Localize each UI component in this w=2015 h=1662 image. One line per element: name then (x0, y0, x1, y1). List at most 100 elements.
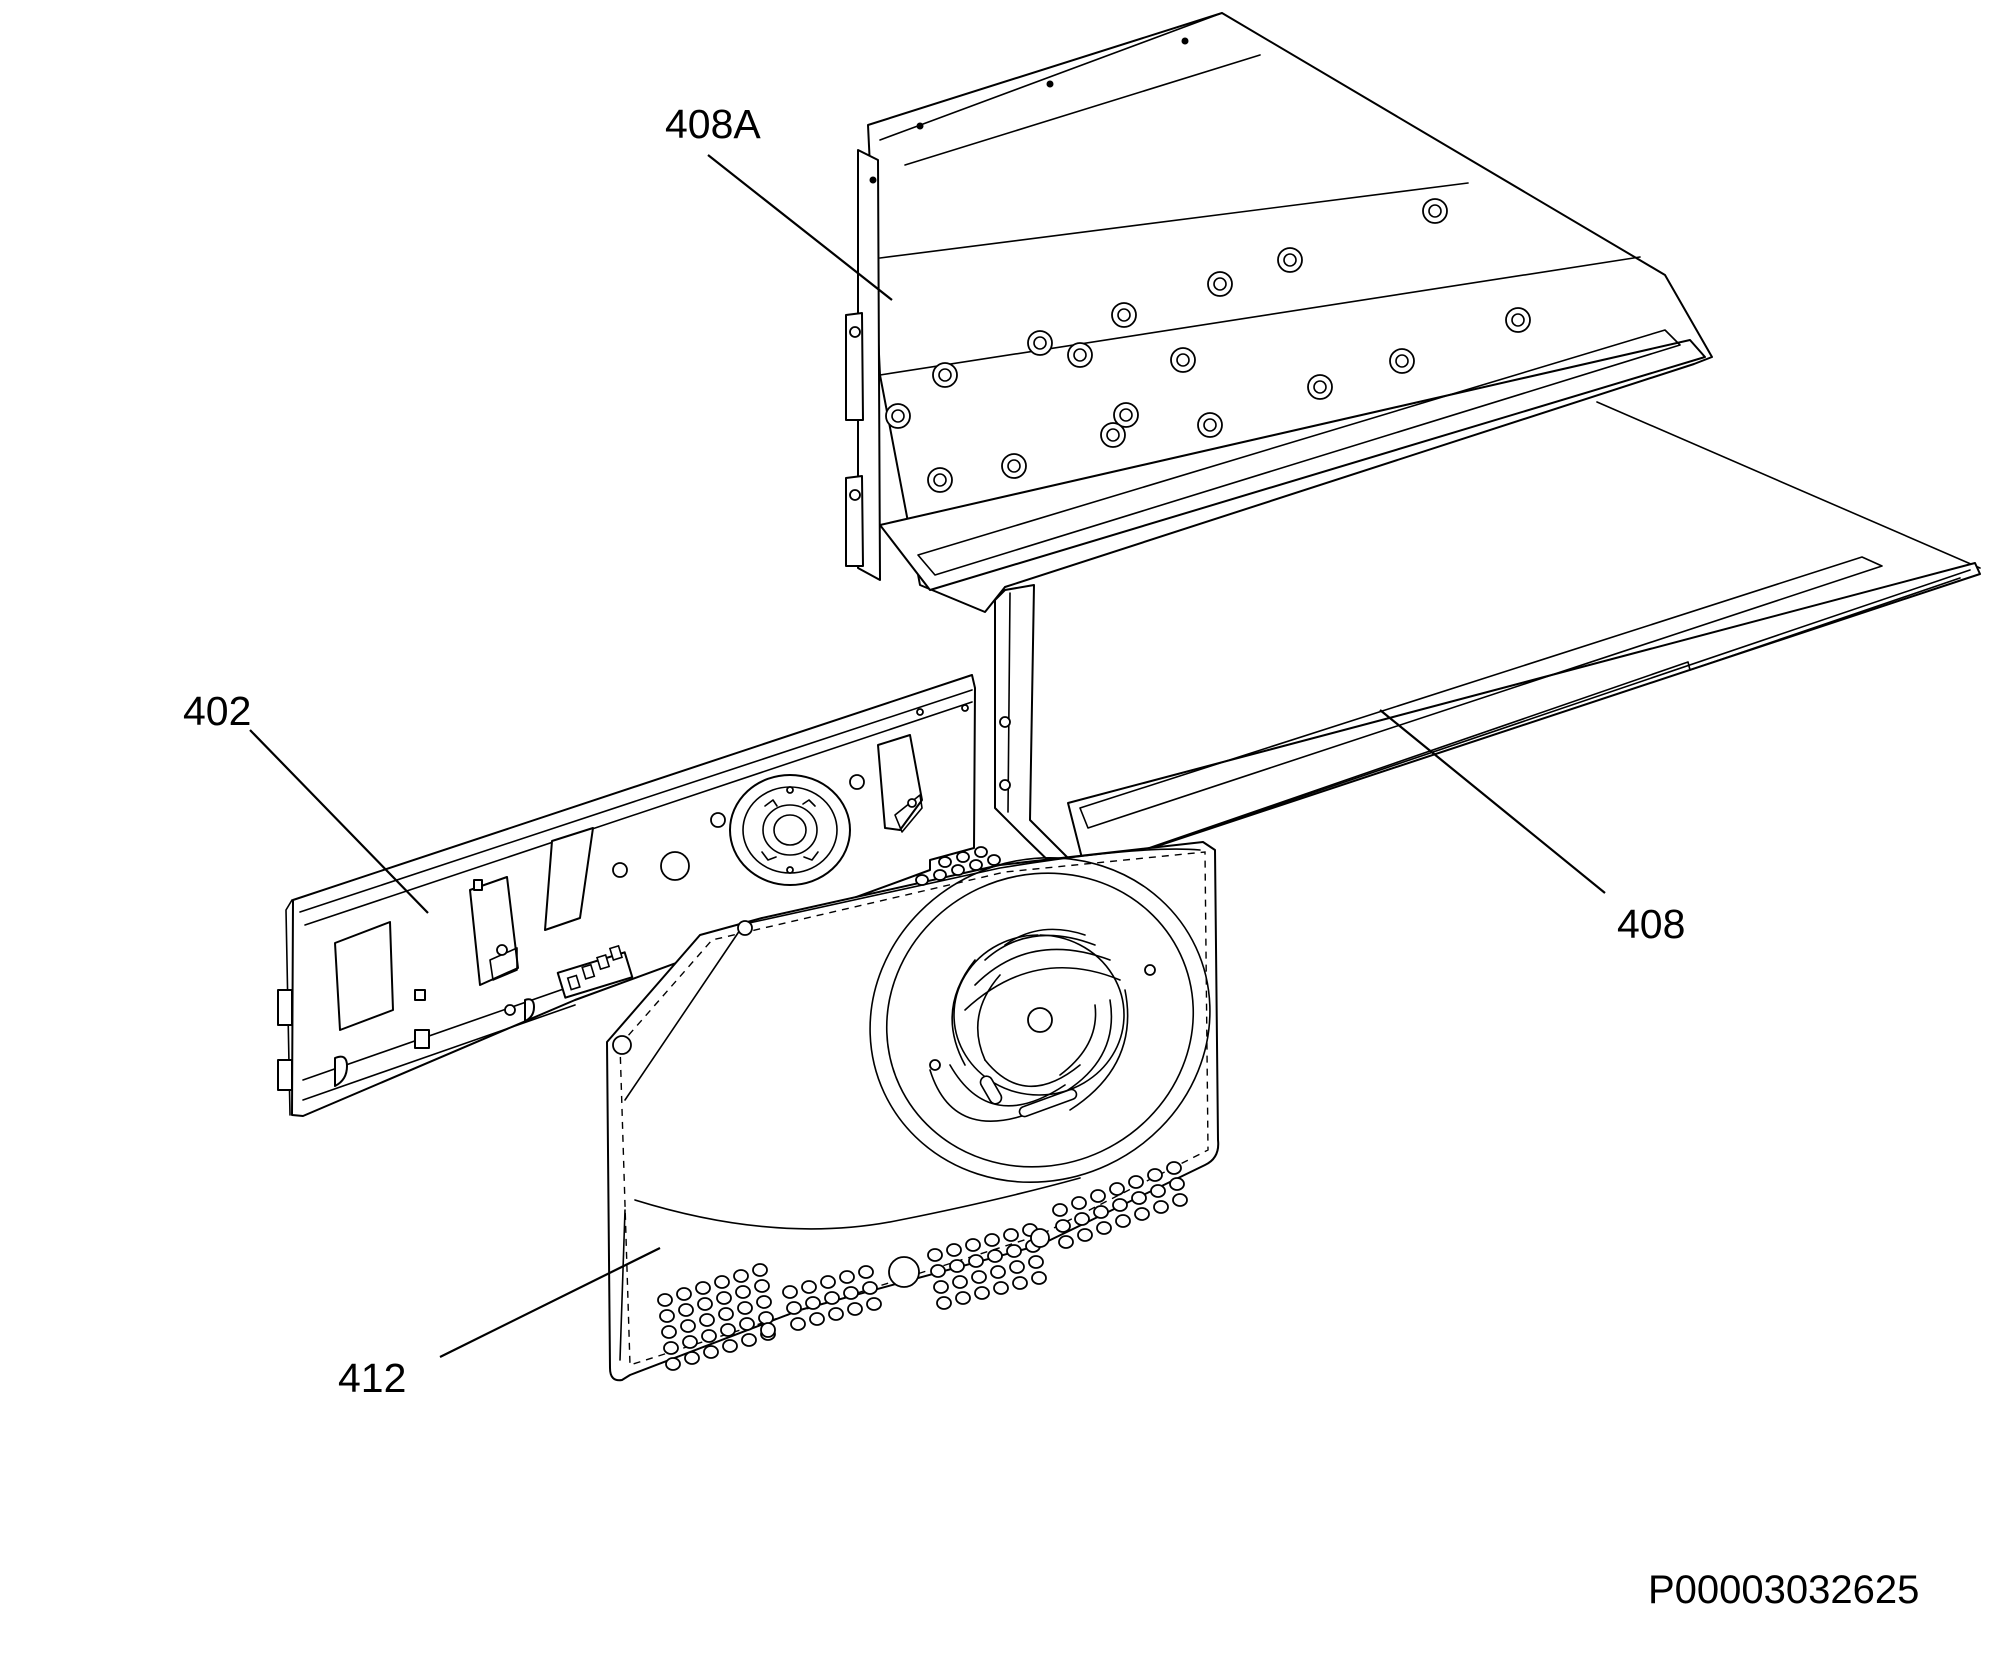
vent-hole (716, 1291, 732, 1305)
vent-hole (1012, 1276, 1028, 1290)
vent-hole (805, 1296, 821, 1310)
vent-hole (1169, 1177, 1185, 1191)
vent-hole (735, 1285, 751, 1299)
vent-hole (701, 1329, 717, 1343)
vent-hole (927, 1248, 943, 1262)
vent-hole (1128, 1175, 1144, 1189)
vent-hole (1006, 1244, 1022, 1258)
vent-hole (1093, 1205, 1109, 1219)
vent-hole (839, 1270, 855, 1284)
vent-hole (933, 1280, 949, 1294)
fan-motor-mount (729, 774, 851, 886)
vent-hole (1134, 1207, 1150, 1221)
vent-hole (752, 1263, 768, 1277)
vent-hole (714, 1275, 730, 1289)
vent-hole (695, 1281, 711, 1295)
vent-hole (946, 1243, 962, 1257)
vent-hole (1166, 1161, 1182, 1175)
vent-hole (1153, 1200, 1169, 1214)
vent-hole (718, 1307, 734, 1321)
vent-hole (790, 1317, 806, 1331)
vent-hole (930, 1264, 946, 1278)
vent-hole (661, 1325, 677, 1339)
vent-hole (782, 1285, 798, 1299)
vent-hole (993, 1281, 1009, 1295)
vent-hole (1150, 1184, 1166, 1198)
leader-412 (439, 1247, 661, 1358)
vent-hole (1077, 1228, 1093, 1242)
vent-hole (1071, 1196, 1087, 1210)
vent-hole (737, 1301, 753, 1315)
vent-hole (955, 1291, 971, 1305)
vent-hole (968, 1254, 984, 1268)
vent-hole (678, 1303, 694, 1317)
part-412-fan-cover (606, 841, 1220, 1382)
vent-hole (971, 1270, 987, 1284)
vent-hole (720, 1323, 736, 1337)
vent-hole (741, 1333, 757, 1347)
vent-hole (1112, 1198, 1128, 1212)
vent-hole (756, 1295, 772, 1309)
vent-hole (684, 1351, 700, 1365)
callout-402: 402 (183, 688, 251, 734)
vent-hole (809, 1312, 825, 1326)
vent-hole (862, 1281, 878, 1295)
vent-hole (739, 1317, 755, 1331)
callout-408: 408 (1617, 901, 1685, 947)
vent-hole (936, 1296, 952, 1310)
vent-hole (987, 1249, 1003, 1263)
vent-hole (1115, 1214, 1131, 1228)
vent-hole (754, 1279, 770, 1293)
vent-hole (1058, 1235, 1074, 1249)
drawing-code: P00003032625 (1648, 1568, 1919, 1612)
vent-hole (697, 1297, 713, 1311)
leader-408a (707, 154, 893, 301)
vent-hole (663, 1341, 679, 1355)
vent-hole (1052, 1203, 1068, 1217)
vent-hole (843, 1286, 859, 1300)
vent-hole (965, 1238, 981, 1252)
vent-hole (949, 1259, 965, 1273)
leader-402 (249, 729, 429, 914)
vent-hole (820, 1275, 836, 1289)
vent-hole (786, 1301, 802, 1315)
vent-hole (828, 1307, 844, 1321)
vent-hole (858, 1265, 874, 1279)
vent-hole (1031, 1271, 1047, 1285)
vent-hole (703, 1345, 719, 1359)
vent-hole (676, 1287, 692, 1301)
vent-hole (657, 1293, 673, 1307)
vent-hole (699, 1313, 715, 1327)
vent-hole (733, 1269, 749, 1283)
vent-hole (682, 1335, 698, 1349)
vent-hole (990, 1265, 1006, 1279)
callout-412: 412 (338, 1355, 406, 1401)
vent-hole (974, 1286, 990, 1300)
vent-holes-top (915, 846, 1001, 886)
callout-408a: 408A (665, 101, 761, 147)
vent-hole (847, 1302, 863, 1316)
vent-hole (1131, 1191, 1147, 1205)
vent-hole (1096, 1221, 1112, 1235)
vent-hole (1147, 1168, 1163, 1182)
tray-holes (885, 198, 1531, 493)
leader-408 (1379, 709, 1606, 894)
vent-hole (680, 1319, 696, 1333)
vent-hole (952, 1275, 968, 1289)
vent-hole (758, 1311, 774, 1325)
part-408a-tray (845, 12, 1713, 613)
vent-hole (1172, 1193, 1188, 1207)
vent-hole (1009, 1260, 1025, 1274)
fan-grille (869, 856, 1211, 1184)
vent-hole (866, 1297, 882, 1311)
vent-hole (1003, 1228, 1019, 1242)
vent-hole (659, 1309, 675, 1323)
vent-hole (1090, 1189, 1106, 1203)
vent-hole (722, 1339, 738, 1353)
vent-hole (824, 1291, 840, 1305)
vent-hole (665, 1357, 681, 1371)
vent-hole (984, 1233, 1000, 1247)
part-402-rear-wall (277, 674, 976, 1117)
vent-hole (1109, 1182, 1125, 1196)
